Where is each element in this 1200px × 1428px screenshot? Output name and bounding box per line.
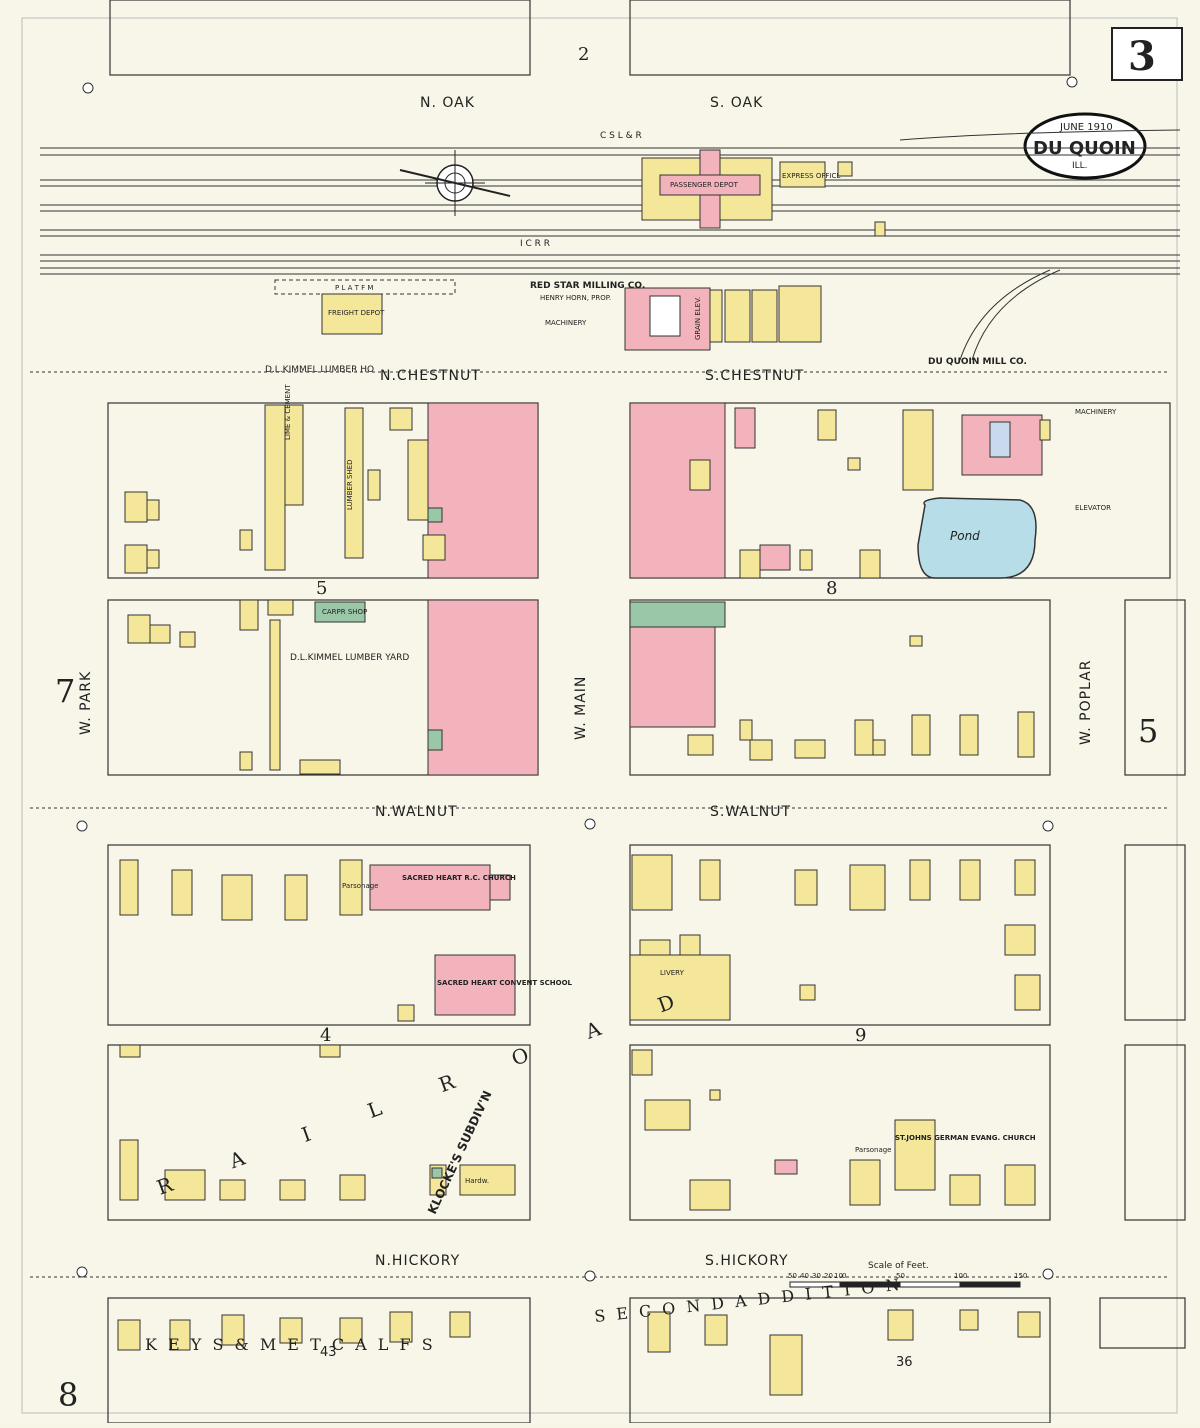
street-w-main: W. MAIN [573, 676, 589, 740]
block-9-south [629, 1044, 1051, 1221]
keys-metcalfs-lettering: K E Y S & M E T C A L F S [145, 1335, 436, 1354]
railroad-subdivision-lettering: R A I L R O A D [154, 980, 705, 1200]
parsonage-label: Parsonage [342, 882, 378, 890]
sacred-heart-church-label: SACRED HEART R.C. CHURCH [402, 874, 516, 882]
lumber-shed-label: LUMBER SHED [346, 459, 354, 510]
sheet-number-box [1111, 27, 1183, 81]
right-sheet-ref: 5 [1138, 712, 1158, 750]
scale-tick: 40 [800, 1272, 809, 1280]
elevator-label: ELEVATOR [1075, 504, 1111, 512]
scale-tick: 0 [842, 1272, 846, 1280]
carpr-shop-label: CARPR SHOP [322, 608, 367, 616]
hardw-label: Hardw. [465, 1177, 489, 1185]
railroad-label-top: C S L & R [600, 131, 642, 141]
block-number-9: 9 [855, 1025, 866, 1046]
klockes-subdivision-label: KLOCKE'S SUBDIV'N [425, 1088, 495, 1216]
block-number-36: 36 [896, 1355, 913, 1370]
pond-label: Pond [950, 529, 980, 543]
sheet-number: 3 [1128, 33, 1156, 80]
livery-label: LIVERY [660, 969, 685, 977]
block-4-north [107, 844, 531, 1026]
parsonage2-label: Parsonage [855, 1146, 891, 1154]
street-w-poplar: W. POPLAR [1078, 660, 1094, 745]
block-right-bottom [1099, 1297, 1186, 1349]
block-9-north [629, 844, 1051, 1026]
compass-rose-icon [399, 150, 511, 216]
sacred-heart-school-label: SACRED HEART CONVENT SCHOOL [437, 979, 573, 987]
express-office-building [779, 161, 826, 188]
bottom-buildings [117, 1309, 1041, 1396]
scale-ticks: 50 40 30 20 10 0 50 100 150 [788, 1272, 1027, 1280]
express-office-label: EXPRESS OFFICE [782, 172, 841, 180]
street-w-park: W. PARK [78, 671, 94, 735]
block-number-5: 5 [316, 578, 327, 599]
platform-label: P L A T F M [335, 284, 373, 292]
scale-bar [789, 1281, 1021, 1288]
street-s-chestnut: S.CHESTNUT [705, 368, 804, 384]
grain-elev-label: GRAIN ELEV. [694, 297, 702, 340]
scale-tick: 10 [834, 1272, 843, 1280]
street-n-walnut: N.WALNUT [375, 804, 458, 820]
block-8-buildings [629, 402, 1051, 761]
left-sheet-ref-bottom: 8 [58, 1376, 78, 1414]
top-left-block [109, 0, 531, 76]
block-4-south [107, 1044, 531, 1221]
block-5-buildings [124, 402, 539, 776]
pond-water [917, 497, 1037, 579]
scale-tick: 20 [824, 1272, 833, 1280]
kimmel-lumber-ho-label: D.L.KIMMEL LUMBER HO [265, 365, 374, 375]
railroad-tracks [40, 129, 1181, 361]
red-star-owner: HENRY HORN, PROP. [540, 294, 611, 302]
block-right-partial [1124, 1044, 1186, 1221]
block-right-partial [1124, 599, 1186, 776]
street-n-chestnut: N.CHESTNUT [380, 368, 481, 384]
block-36 [629, 1297, 1051, 1424]
railroad-label-bottom: I C R R [520, 239, 550, 249]
small-shed [874, 221, 886, 237]
title-date: JUNE 1910 [1059, 122, 1113, 133]
block-4-buildings [119, 859, 516, 1201]
freight-depot-building [321, 293, 383, 335]
red-star-machinery: MACHINERY [545, 319, 587, 327]
scale-tick: 30 [812, 1272, 821, 1280]
top-right-block [629, 0, 1071, 76]
block-number-8: 8 [826, 578, 837, 599]
du-quoin-mill-title: DU QUOIN MILL CO. [928, 357, 1027, 367]
block-9-buildings [629, 854, 1041, 1211]
title-state: ILL. [1072, 161, 1088, 171]
street-n-hickory: N.HICKORY [375, 1253, 460, 1269]
red-star-mill [624, 285, 822, 351]
street-n-oak: N. OAK [420, 95, 475, 111]
passenger-depot [641, 149, 773, 229]
lime-cement-label: LIME & CEMENT [284, 384, 292, 440]
hydrant-markers [76, 76, 1078, 1282]
scale-tick: 150 [1014, 1272, 1027, 1280]
block-number-4: 4 [320, 1025, 331, 1046]
du-quoin-mill-machinery: MACHINERY [1075, 408, 1117, 416]
sheet-border [21, 17, 1178, 1414]
street-s-walnut: S.WALNUT [710, 804, 791, 820]
top-sheet-ref: 2 [578, 44, 589, 65]
street-s-oak: S. OAK [710, 95, 763, 111]
red-star-title: RED STAR MILLING CO. [530, 281, 645, 291]
scale-tick: 50 [896, 1272, 905, 1280]
passenger-depot-label: PASSENGER DEPOT [670, 181, 739, 189]
second-addition-lettering: S E C O N D A D D I T I O N [593, 1275, 903, 1326]
title-cartouche [1023, 112, 1147, 180]
freight-depot-label: FREIGHT DEPOT [328, 309, 385, 317]
scale-tick: 50 [788, 1272, 797, 1280]
left-sheet-ref-top: 7 [55, 672, 75, 710]
st-johns-label: ST.JOHNS GERMAN EVANG. CHURCH [895, 1134, 1036, 1142]
scale-label: Scale of Feet. [868, 1261, 929, 1271]
block-number-43: 43 [320, 1345, 337, 1360]
kimmel-yard-label: D.L.KIMMEL LUMBER YARD [290, 653, 409, 663]
small-shed [837, 161, 853, 177]
block-right-partial [1124, 844, 1186, 1021]
street-s-hickory: S.HICKORY [705, 1253, 789, 1269]
scale-tick: 100 [954, 1272, 967, 1280]
